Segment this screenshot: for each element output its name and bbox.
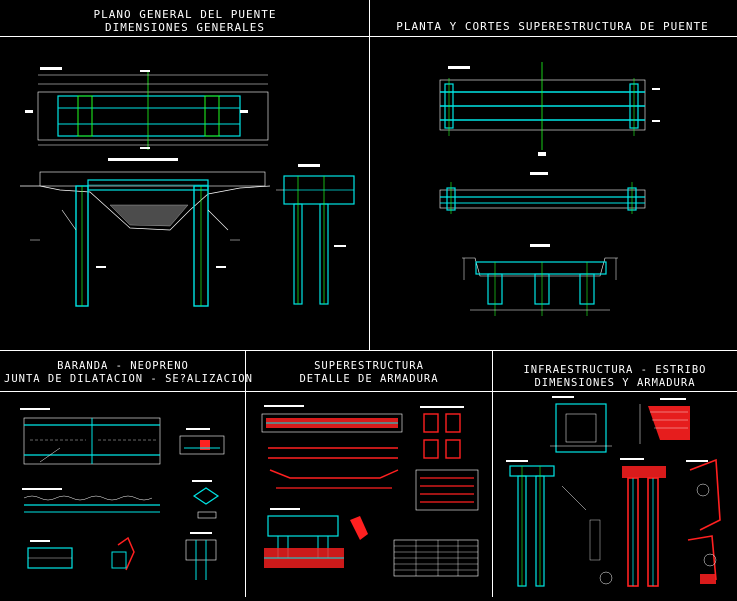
- sheet-title-general-plan-line1: PLANO GENERAL DEL PUENTE: [93, 8, 277, 21]
- sheet-title-superstructure-rebar-line1: SUPERESTRUCTURA: [314, 360, 424, 372]
- sheet-superstructure-plan: [439, 62, 660, 316]
- superstructure-longitudinal-section: [439, 172, 646, 214]
- sheet-title-superstructure-plan: PLANTA Y CORTES SUPERESTRUCTURA DE PUENT…: [380, 20, 725, 33]
- abutment-wingwall-rebar: [639, 398, 690, 444]
- bridge-cross-section: [276, 164, 355, 305]
- rebar-schedule-table: [393, 539, 479, 577]
- abutment-column-section: [506, 460, 601, 587]
- beam-rebar-elevation: [261, 405, 403, 489]
- sheet-railing-details: [20, 408, 225, 580]
- superstructure-plan-view: [439, 62, 660, 156]
- sheet-title-superstructure-rebar: SUPERESTRUCTURA DETALLE DE ARMADURA: [250, 360, 488, 386]
- sheet-title-railing-details-line1: BARANDA - NEOPRENO: [57, 360, 189, 372]
- bridge-elevation-view: [20, 158, 271, 307]
- slab-rebar-grid: [415, 469, 479, 511]
- sheet-superstructure-rebar: [261, 405, 479, 577]
- expansion-joint-detail: [179, 428, 225, 455]
- railing-elevation: [20, 408, 161, 465]
- sheet-title-railing-details: BARANDA - NEOPRENO JUNTA DE DILATACION -…: [4, 360, 253, 386]
- sheet-title-railing-details-line2: JUNTA DE DILATACION - SE?ALIZACION: [4, 373, 253, 385]
- sheet-title-general-plan-line2: DIMENSIONES GENERALES: [104, 21, 266, 34]
- sheet-title-superstructure-rebar-line2: DETALLE DE ARMADURA: [299, 373, 439, 385]
- beam-stirrup-details: [420, 406, 464, 459]
- abutment-bar-bending-details: [599, 458, 721, 585]
- sheet-title-abutment-line1: INFRAESTRUCTURA - ESTRIBO: [523, 364, 707, 376]
- diaphragm-rebar-section: [264, 508, 368, 568]
- signage-detail: [185, 532, 217, 580]
- sheet-title-general-plan: PLANO GENERAL DEL PUENTE DIMENSIONES GEN…: [60, 8, 310, 34]
- sheet-abutment: [506, 396, 721, 587]
- abutment-pile-rebar: [620, 458, 666, 587]
- superstructure-cross-section: [462, 244, 618, 316]
- bridge-plan-view: [25, 67, 269, 150]
- sheet-general-plan: [20, 67, 355, 307]
- neoprene-pad-detail: [192, 480, 220, 519]
- abutment-front-elevation: [550, 396, 612, 453]
- sheet-title-superstructure-plan-line1: PLANTA Y CORTES SUPERESTRUCTURA DE PUENT…: [396, 20, 709, 33]
- railing-section: [22, 488, 160, 513]
- sheet-title-abutment-line2: DIMENSIONES Y ARMADURA: [534, 377, 696, 389]
- sheet-title-abutment: INFRAESTRUCTURA - ESTRIBO DIMENSIONES Y …: [497, 364, 733, 390]
- abutment-railing-detail: [27, 536, 135, 571]
